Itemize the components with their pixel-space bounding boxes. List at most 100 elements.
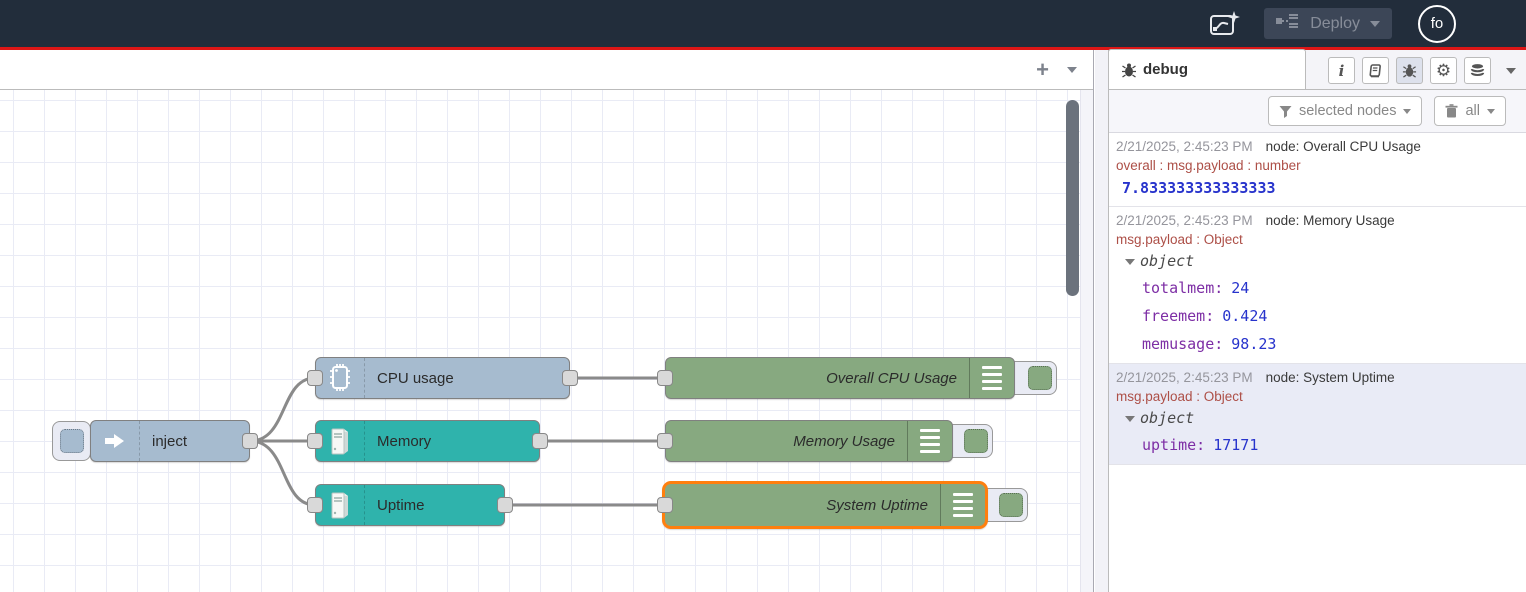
debug-message-list: 2/21/2025, 2:45:23 PM node: Overall CPU … <box>1109 133 1526 465</box>
tab-debug-label: debug <box>1143 61 1188 78</box>
port-memory-input[interactable] <box>307 433 323 449</box>
field-key: freemem: <box>1142 307 1215 325</box>
flow-node-debug-system-uptime[interactable]: System Uptime <box>662 481 988 529</box>
port-uptime-output[interactable] <box>497 497 513 513</box>
deploy-button[interactable]: Deploy <box>1264 8 1392 39</box>
field-key: totalmem: <box>1142 279 1224 297</box>
port-debug-overall-input[interactable] <box>657 370 673 386</box>
bug-icon <box>1402 64 1417 78</box>
sidebar-tab-bar: debug i <box>1108 49 1526 90</box>
info-tab-button[interactable]: i <box>1328 57 1355 84</box>
flow-node-cpu-usage[interactable]: CPU usage <box>315 357 570 399</box>
bug-icon <box>1122 63 1136 78</box>
debug-clear-label: all <box>1465 103 1480 119</box>
message-timestamp: 2/21/2025, 2:45:23 PM <box>1116 139 1253 154</box>
flow-node-uptime[interactable]: Uptime <box>315 484 505 526</box>
debug-message[interactable]: 2/21/2025, 2:45:23 PM node: Memory Usage… <box>1109 207 1526 364</box>
object-field[interactable]: memusage:98.23 <box>1116 330 1520 358</box>
field-value: 0.424 <box>1222 307 1268 325</box>
workspace: + <box>0 50 1094 592</box>
object-field[interactable]: totalmem:24 <box>1116 274 1520 302</box>
message-source-node[interactable]: node: System Uptime <box>1265 370 1395 385</box>
flow-list-chevron-down-icon[interactable] <box>1067 66 1077 73</box>
wire-inject-to-uptime[interactable] <box>248 439 317 507</box>
deploy-alert-line <box>0 47 1526 50</box>
message-value[interactable]: 7.833333333333333 <box>1122 179 1276 197</box>
port-debug-uptime-input[interactable] <box>657 497 673 513</box>
computer-tower-icon <box>316 421 365 461</box>
node-label: System Uptime <box>826 496 928 514</box>
flow-node-debug-overall-cpu[interactable]: Overall CPU Usage <box>665 357 1015 399</box>
book-icon <box>1369 64 1381 78</box>
debug-clear-button[interactable]: all <box>1434 96 1506 126</box>
message-property: msg.payload : Object <box>1116 389 1243 404</box>
chevron-down-icon <box>1487 108 1495 114</box>
header-bar: Deploy fo <box>0 0 1526 47</box>
caret-down-icon <box>1125 415 1135 422</box>
debug-toggle-inner <box>999 493 1023 517</box>
debug-console-icon <box>940 484 985 526</box>
sidebar-resize-handle[interactable] <box>1095 50 1108 592</box>
filter-funnel-icon <box>1279 105 1292 118</box>
port-inject-output[interactable] <box>242 433 258 449</box>
port-memory-output[interactable] <box>532 433 548 449</box>
message-timestamp: 2/21/2025, 2:45:23 PM <box>1116 370 1253 385</box>
add-flow-button[interactable]: + <box>1036 56 1049 82</box>
debug-message-selected[interactable]: 2/21/2025, 2:45:23 PM node: System Uptim… <box>1109 364 1526 465</box>
debug-toggle-inner <box>964 429 988 453</box>
debug-console-icon <box>969 358 1014 398</box>
debug-filter-button[interactable]: selected nodes <box>1267 96 1423 126</box>
port-cpu-output[interactable] <box>562 370 578 386</box>
port-cpu-input[interactable] <box>307 370 323 386</box>
sidebar-tabs-chevron-down-icon[interactable] <box>1506 67 1516 74</box>
object-field[interactable]: freemem: 0.424 <box>1116 302 1520 330</box>
debug-toggle-inner <box>1028 366 1052 390</box>
flow-node-debug-memory-usage[interactable]: Memory Usage <box>665 420 953 462</box>
field-key: uptime: <box>1142 436 1206 454</box>
flow-node-inject[interactable]: inject <box>90 420 250 462</box>
assistant-flow-icon[interactable] <box>1208 9 1242 39</box>
tab-debug[interactable]: debug <box>1108 49 1306 89</box>
debug-filter-label: selected nodes <box>1298 103 1397 119</box>
object-expander[interactable]: object <box>1116 249 1520 274</box>
node-label: CPU usage <box>377 369 454 387</box>
node-label: Uptime <box>377 496 425 514</box>
debug-message[interactable]: 2/21/2025, 2:45:23 PM node: Overall CPU … <box>1109 133 1526 207</box>
gear-icon: ⚙ <box>1435 61 1452 80</box>
node-label: Memory Usage <box>793 432 895 450</box>
canvas-vertical-scrollbar[interactable] <box>1066 100 1079 296</box>
port-uptime-input[interactable] <box>307 497 323 513</box>
message-property: msg.payload : Object <box>1116 232 1243 247</box>
context-tab-button[interactable] <box>1464 57 1491 84</box>
node-label: Memory <box>377 432 432 450</box>
help-tab-button[interactable] <box>1362 57 1389 84</box>
port-debug-memory-input[interactable] <box>657 433 673 449</box>
inject-trigger-button[interactable] <box>52 421 91 461</box>
message-timestamp: 2/21/2025, 2:45:23 PM <box>1116 213 1253 228</box>
wire-inject-to-cpu[interactable] <box>248 376 317 443</box>
config-tab-button[interactable]: ⚙ <box>1430 57 1457 84</box>
caret-down-icon <box>1125 258 1135 265</box>
flow-node-memory[interactable]: Memory <box>315 420 540 462</box>
canvas-scroll-track[interactable] <box>1080 90 1093 592</box>
message-source-node[interactable]: node: Memory Usage <box>1265 213 1395 228</box>
inject-trigger-inner <box>59 429 84 453</box>
message-source-node[interactable]: node: Overall CPU Usage <box>1265 139 1421 154</box>
main-menu-icon[interactable] <box>1478 14 1506 33</box>
chevron-down-icon <box>1403 108 1412 114</box>
database-icon <box>1470 64 1485 77</box>
deploy-chevron-down-icon[interactable] <box>1370 20 1380 27</box>
sidebar-panel: debug i <box>1108 49 1526 592</box>
cpu-chip-icon <box>316 358 365 398</box>
debug-toggle-button[interactable] <box>941 424 993 458</box>
field-value: 98.23 <box>1231 335 1277 353</box>
debug-toolbar: selected nodes all <box>1109 90 1526 133</box>
flow-tab-bar: + <box>0 50 1093 90</box>
object-expander[interactable]: object <box>1116 406 1520 431</box>
debug-tab-button[interactable] <box>1396 57 1423 84</box>
deploy-label: Deploy <box>1310 14 1360 32</box>
object-field[interactable]: uptime:17171 <box>1116 431 1520 459</box>
user-avatar[interactable]: fo <box>1418 4 1456 43</box>
flow-canvas[interactable]: inject CPU usage <box>0 90 1093 592</box>
